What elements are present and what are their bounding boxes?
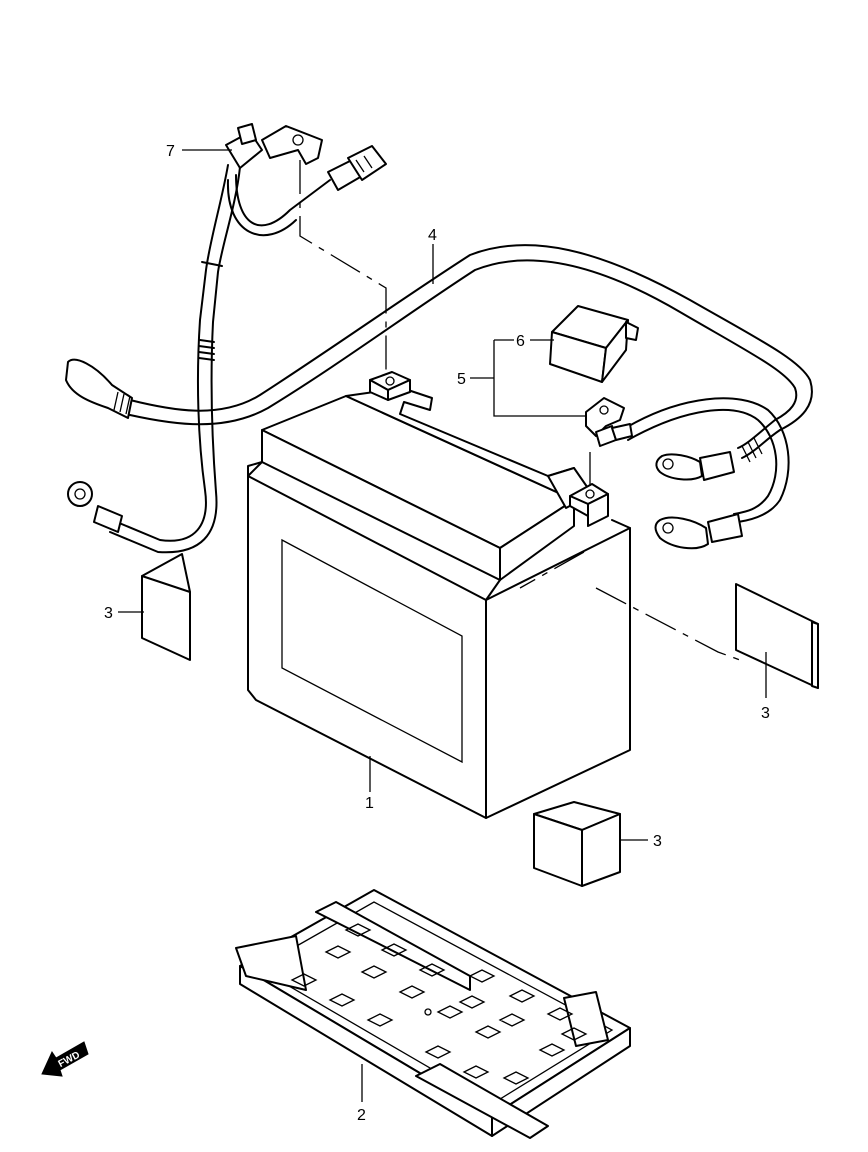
ground-lead [67,123,387,554]
cable-boot [65,358,133,419]
leader-lines [118,149,767,1102]
battery-label-window [281,538,463,764]
pad-bottom [533,801,621,887]
pad-right [735,583,819,689]
terminal-bracket [585,397,633,447]
terminal-post-rear [369,371,411,401]
tray-slots [290,923,588,1085]
callout-2: 2 [357,1107,366,1124]
callout-5: 5 [457,371,466,388]
ring-terminal-right-upper [655,451,735,481]
battery [247,371,631,819]
fwd-arrow-icon: FWD [41,1041,89,1077]
callout-3-right: 3 [761,705,770,722]
positive-cable [65,244,813,550]
terminal-post-front [569,483,609,527]
callout-4: 4 [428,227,437,244]
pad-left [141,553,191,661]
terminal-cover [549,305,639,383]
callout-7: 7 [166,143,175,160]
callout-1: 1 [365,795,374,812]
ring-terminal-left [67,481,123,533]
ring-terminal-right-lower [654,513,743,550]
callout-3-bottom: 3 [653,833,662,850]
coupler-connector [327,145,387,191]
fwd-label: FWD [57,1050,82,1070]
callout-6: 6 [516,333,525,350]
battery-tray [235,889,631,1139]
callout-3-left: 3 [104,605,113,622]
